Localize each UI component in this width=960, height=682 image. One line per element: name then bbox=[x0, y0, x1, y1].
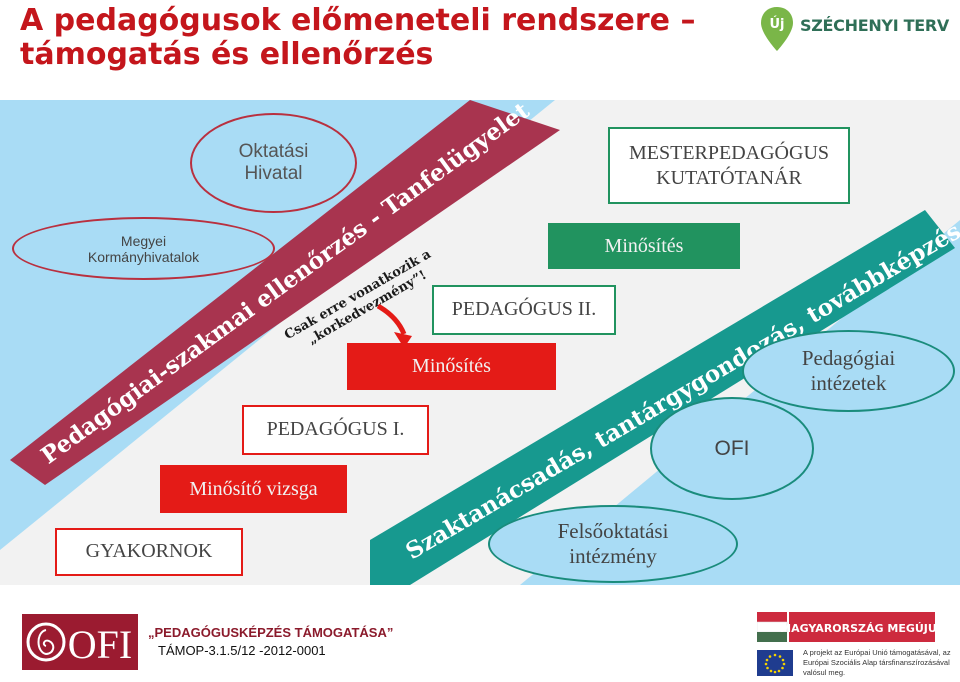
minosito-vizsga-label: Minősítő vizsga bbox=[189, 478, 318, 500]
pedagogus-2-box: PEDAGÓGUS II. bbox=[432, 285, 616, 335]
ofi-logo-text: OFI bbox=[68, 622, 132, 667]
mesterpedagogus-line-1: MESTERPEDAGÓGUS bbox=[628, 142, 830, 164]
minosites-mid-label: Minősítés bbox=[412, 355, 491, 377]
title-line-2: támogatás és ellenőrzés bbox=[20, 37, 434, 72]
felsooktatasi-intezmeny-label: Felsőoktatási intézmény bbox=[557, 519, 669, 568]
eu-funding-notice: A projekt az Európai Unió támogatásával,… bbox=[757, 648, 957, 680]
pedagogiai-intezetek-label: Pedagógiai intézetek bbox=[801, 346, 896, 395]
ofi-label: OFI bbox=[714, 436, 750, 460]
megyei-kormanyhivatalok-label: Megyei Kormányhivatalok bbox=[87, 232, 200, 265]
pedagogiai-intezetek-ellipse: Pedagógiai intézetek bbox=[742, 330, 955, 412]
pin-letter: Új bbox=[769, 16, 784, 32]
pedagogus-1-box: PEDAGÓGUS I. bbox=[242, 405, 429, 455]
gyakornok-box: GYAKORNOK bbox=[55, 528, 243, 576]
szechenyi-terv-text: SZÉCHENYI TERV bbox=[800, 16, 949, 35]
pedagogus-2-label: PEDAGÓGUS II. bbox=[451, 298, 597, 320]
pedagogus-1-label: PEDAGÓGUS I. bbox=[266, 418, 405, 440]
minosito-vizsga-box: Minősítő vizsga bbox=[160, 465, 347, 513]
mm-logo-text: MAGYARORSZÁG MEGÚJUL bbox=[780, 622, 935, 635]
minosites-top-label: Minősítés bbox=[604, 235, 684, 257]
project-code: TÁMOP-3.1.5/12 -2012-0001 bbox=[158, 643, 326, 658]
oktatasi-hivatal-ellipse: Oktatási Hivatal bbox=[190, 113, 357, 213]
minosites-mid-box: Minősítés bbox=[347, 343, 556, 390]
mesterpedagogus-box: MESTERPEDAGÓGUS KUTATÓTANÁR bbox=[608, 127, 850, 204]
page-title: A pedagógusok előmeneteli rendszere – tá… bbox=[20, 4, 760, 72]
mesterpedagogus-line-2: KUTATÓTANÁR bbox=[656, 167, 802, 189]
ofi-logo: OFI bbox=[22, 614, 138, 670]
project-name: „PEDAGÓGUSKÉPZÉS TÁMOGATÁSA” bbox=[148, 625, 394, 640]
oktatasi-hivatal-label: Oktatási Hivatal bbox=[238, 141, 309, 184]
szechenyi-terv-logo: Új SZÉCHENYI TERV bbox=[760, 6, 950, 56]
magyarorszag-megujul-logo: MAGYARORSZÁG MEGÚJUL bbox=[757, 612, 935, 642]
map-pin-icon: Új bbox=[761, 7, 793, 51]
title-line-1: A pedagógusok előmeneteli rendszere – bbox=[20, 3, 696, 38]
gyakornok-label: GYAKORNOK bbox=[85, 540, 213, 562]
megyei-kormanyhivatalok-ellipse: Megyei Kormányhivatalok bbox=[12, 217, 275, 280]
szaktanacsadas-band-shape bbox=[370, 210, 955, 585]
eu-flag-icon bbox=[757, 650, 793, 676]
minosites-top-box: Minősítés bbox=[548, 223, 740, 269]
eu-funding-text: A projekt az Európai Unió támogatásával,… bbox=[803, 648, 951, 677]
ofi-ellipse: OFI bbox=[650, 397, 814, 500]
tanfelugyelet-band-shape bbox=[10, 100, 560, 485]
felsooktatasi-intezmeny-ellipse: Felsőoktatási intézmény bbox=[488, 505, 738, 583]
diagram: Pedagógiai-szakmai ellenőrzés - Tanfelüg… bbox=[0, 97, 960, 585]
